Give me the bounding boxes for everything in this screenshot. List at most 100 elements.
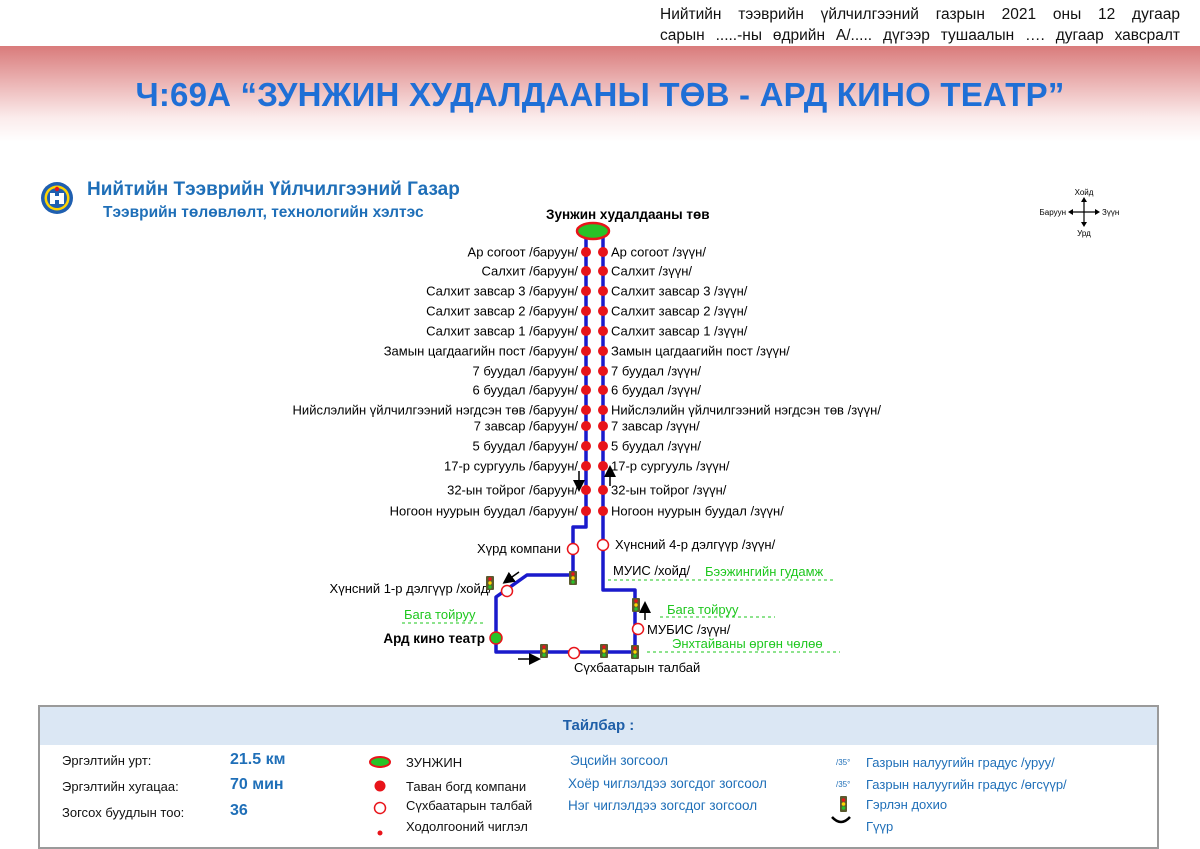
stop-east-marker [598, 247, 608, 257]
stop-west-marker [581, 247, 591, 257]
compass-rose: Хойд Урд Баруун Зүүн [1040, 188, 1120, 238]
stop-west-marker [581, 485, 591, 495]
stop-west-label: 7 завсар /баруун/ [474, 419, 579, 434]
stop-muis-label: МУИС /хойд/ [613, 563, 690, 578]
legend-sym-open: Сүхбаатарын талбай [406, 798, 533, 813]
legend-stops-label: Зогсох буудлын тоо: [62, 805, 185, 820]
stop-east-marker [598, 286, 608, 296]
stop-west-label: Салхит завсар 1 /баруун/ [426, 324, 578, 339]
organization-department: Тээврийн төлөвлөлт, технологийн хэлтэс [103, 204, 424, 221]
stop-hunsnii1-label: Хүнсний 1-р дэлгүүр /хойд/ [330, 581, 493, 596]
stop-west-label: Замын цагдаагийн пост /баруун/ [384, 344, 579, 359]
stop-west-marker [581, 421, 591, 431]
legend-terminal-icon [369, 756, 391, 768]
legend-time-label: Эргэлтийн хугацаа: [62, 779, 179, 794]
stop-sukhbaatar-marker [567, 646, 581, 660]
stop-hurd-label: Хүрд компани [477, 541, 561, 556]
stop-east-label: Салхит завсар 3 /зүүн/ [611, 284, 748, 299]
stop-west-marker [581, 266, 591, 276]
stop-west-label: Ногоон нуурын буудал /баруун/ [390, 504, 579, 519]
legend-red-stop-icon [374, 780, 386, 792]
stop-east-label: Нийслэлийн үйлчилгээний нэгдсэн төв /зүү… [611, 403, 881, 418]
route-line [494, 230, 637, 654]
stop-east-marker [598, 326, 608, 336]
stop-west-marker [581, 461, 591, 471]
legend-open-stop-icon [373, 801, 387, 815]
legend-sym-terminal: ЗУНЖИН [406, 755, 463, 770]
street-enkhtaivan: Энхтайваны өргөн чөлөө [672, 636, 823, 651]
stop-west-marker [581, 306, 591, 316]
stop-mubis-marker [631, 622, 645, 636]
traffic-light-icon [632, 598, 640, 612]
stop-east-label: 5 буудал /зүүн/ [611, 439, 701, 454]
stop-sukhbaatar-label: Сүхбаатарын талбай [574, 660, 700, 675]
stop-east-label: Салхит завсар 1 /зүүн/ [611, 324, 748, 339]
legend-bridge-icon [831, 816, 851, 824]
stop-west-label: 32-ын тойрог /баруун/ [447, 483, 578, 498]
legend-traffic-light-icon [840, 796, 847, 812]
stop-east-label: 7 завсар /зүүн/ [611, 419, 700, 434]
street-beejing: Бээжингийн гудамж [705, 564, 824, 579]
terminal-start-marker [575, 221, 611, 241]
stop-east-label: Замын цагдаагийн пост /зүүн/ [611, 344, 790, 359]
compass-east: Зүүн [1102, 208, 1119, 217]
stop-east-marker [598, 506, 608, 516]
stops-east: Ар согоот /зүүн/Салхит /зүүн/Салхит завс… [598, 245, 881, 519]
decree-line-1: Нийтийн тээврийн үйлчилгээний газрын 202… [660, 6, 1180, 23]
stop-east-label: Ногоон нуурын буудал /зүүн/ [611, 504, 784, 519]
terminal-end-marker [489, 631, 503, 645]
direction-arrow-hunsnii1 [502, 571, 520, 584]
legend-traffic-light: Гэрлэн дохио [866, 797, 948, 812]
legend-time-value: 70 мин [230, 776, 284, 793]
stop-east-label: 17-р сургууль /зүүн/ [611, 459, 730, 474]
stop-east-marker [598, 441, 608, 451]
stop-east-marker [598, 366, 608, 376]
decree-reference: Нийтийн тээврийн үйлчилгээний газрын 202… [660, 4, 1180, 46]
stop-hurd-marker [566, 542, 580, 556]
organization-name: Нийтийн Тээврийн Үйлчилгээний Газар [87, 179, 460, 200]
traffic-lights [486, 571, 640, 659]
stop-hunsnii4-marker [596, 538, 610, 552]
stop-west-marker [581, 366, 591, 376]
compass-south: Урд [1077, 229, 1091, 238]
compass-icon [1068, 197, 1100, 227]
stop-east-marker [598, 485, 608, 495]
legend-small-stop-icon [377, 830, 383, 836]
stop-east-marker [598, 346, 608, 356]
route-map: Хойд Урд Баруун Зүүн Бээжингийн гудамж Б… [293, 188, 1120, 675]
stop-west-marker [581, 385, 591, 395]
legend-sym-last: Ходолгооний чиглэл [406, 819, 528, 834]
title-banner [0, 46, 1200, 142]
stop-east-marker [598, 306, 608, 316]
compass-north: Хойд [1075, 188, 1094, 197]
compass-west: Баруун [1040, 208, 1066, 217]
route-title: Ч:69А “ЗУНЖИН ХУДАЛДААНЫ ТӨВ - АРД КИНО … [135, 76, 1065, 113]
traffic-light-icon [600, 644, 608, 658]
terminal-start-label: Зунжин худалдааны төв [546, 207, 710, 222]
legend-symbols [369, 756, 391, 836]
stop-east-marker [598, 385, 608, 395]
stop-east-marker [598, 266, 608, 276]
traffic-light-icon [486, 576, 494, 590]
stop-west-label: 6 буудал /баруун/ [473, 383, 579, 398]
legend-slope-up: Газрын налуугийн градус /өгсүүр/ [866, 777, 1067, 792]
stop-mubis-label: МУБИС /зүүн/ [647, 622, 731, 637]
stop-west-label: Нийслэлийн үйлчилгээний нэгдсэн төв /бар… [293, 403, 579, 418]
legend-slope-down: Газрын налуугийн градус /уруу/ [866, 755, 1055, 770]
legend-length-value: 21.5 км [230, 751, 286, 768]
legend-sym-red: Таван богд компани [406, 779, 527, 794]
legend-title: Тайлбар : [40, 707, 1157, 745]
stop-east-marker [598, 405, 608, 415]
street-baga-toiruu-right: Бага тойруу [667, 602, 739, 617]
legend-panel: Тайлбар : Эргэлтийн урт: 21.5 км Эргэлти… [38, 705, 1159, 849]
traffic-light-icon [540, 644, 548, 658]
decree-line-2: сарын .....-ны өдрийн А/..... дүгээр туш… [660, 27, 1180, 44]
legend-one-way: Нэг чиглэлдээ зогсдог зогсоол [568, 798, 758, 813]
stop-west-label: 5 буудал /баруун/ [473, 439, 579, 454]
stop-west-marker [581, 326, 591, 336]
stop-east-label: 32-ын тойрог /зүүн/ [611, 483, 727, 498]
stop-west-marker [581, 286, 591, 296]
stop-hunsnii4-label: Хүнсний 4-р дэлгүүр /зүүн/ [615, 537, 776, 552]
stop-east-label: Ар согоот /зүүн/ [611, 245, 706, 260]
stop-west-marker [581, 506, 591, 516]
